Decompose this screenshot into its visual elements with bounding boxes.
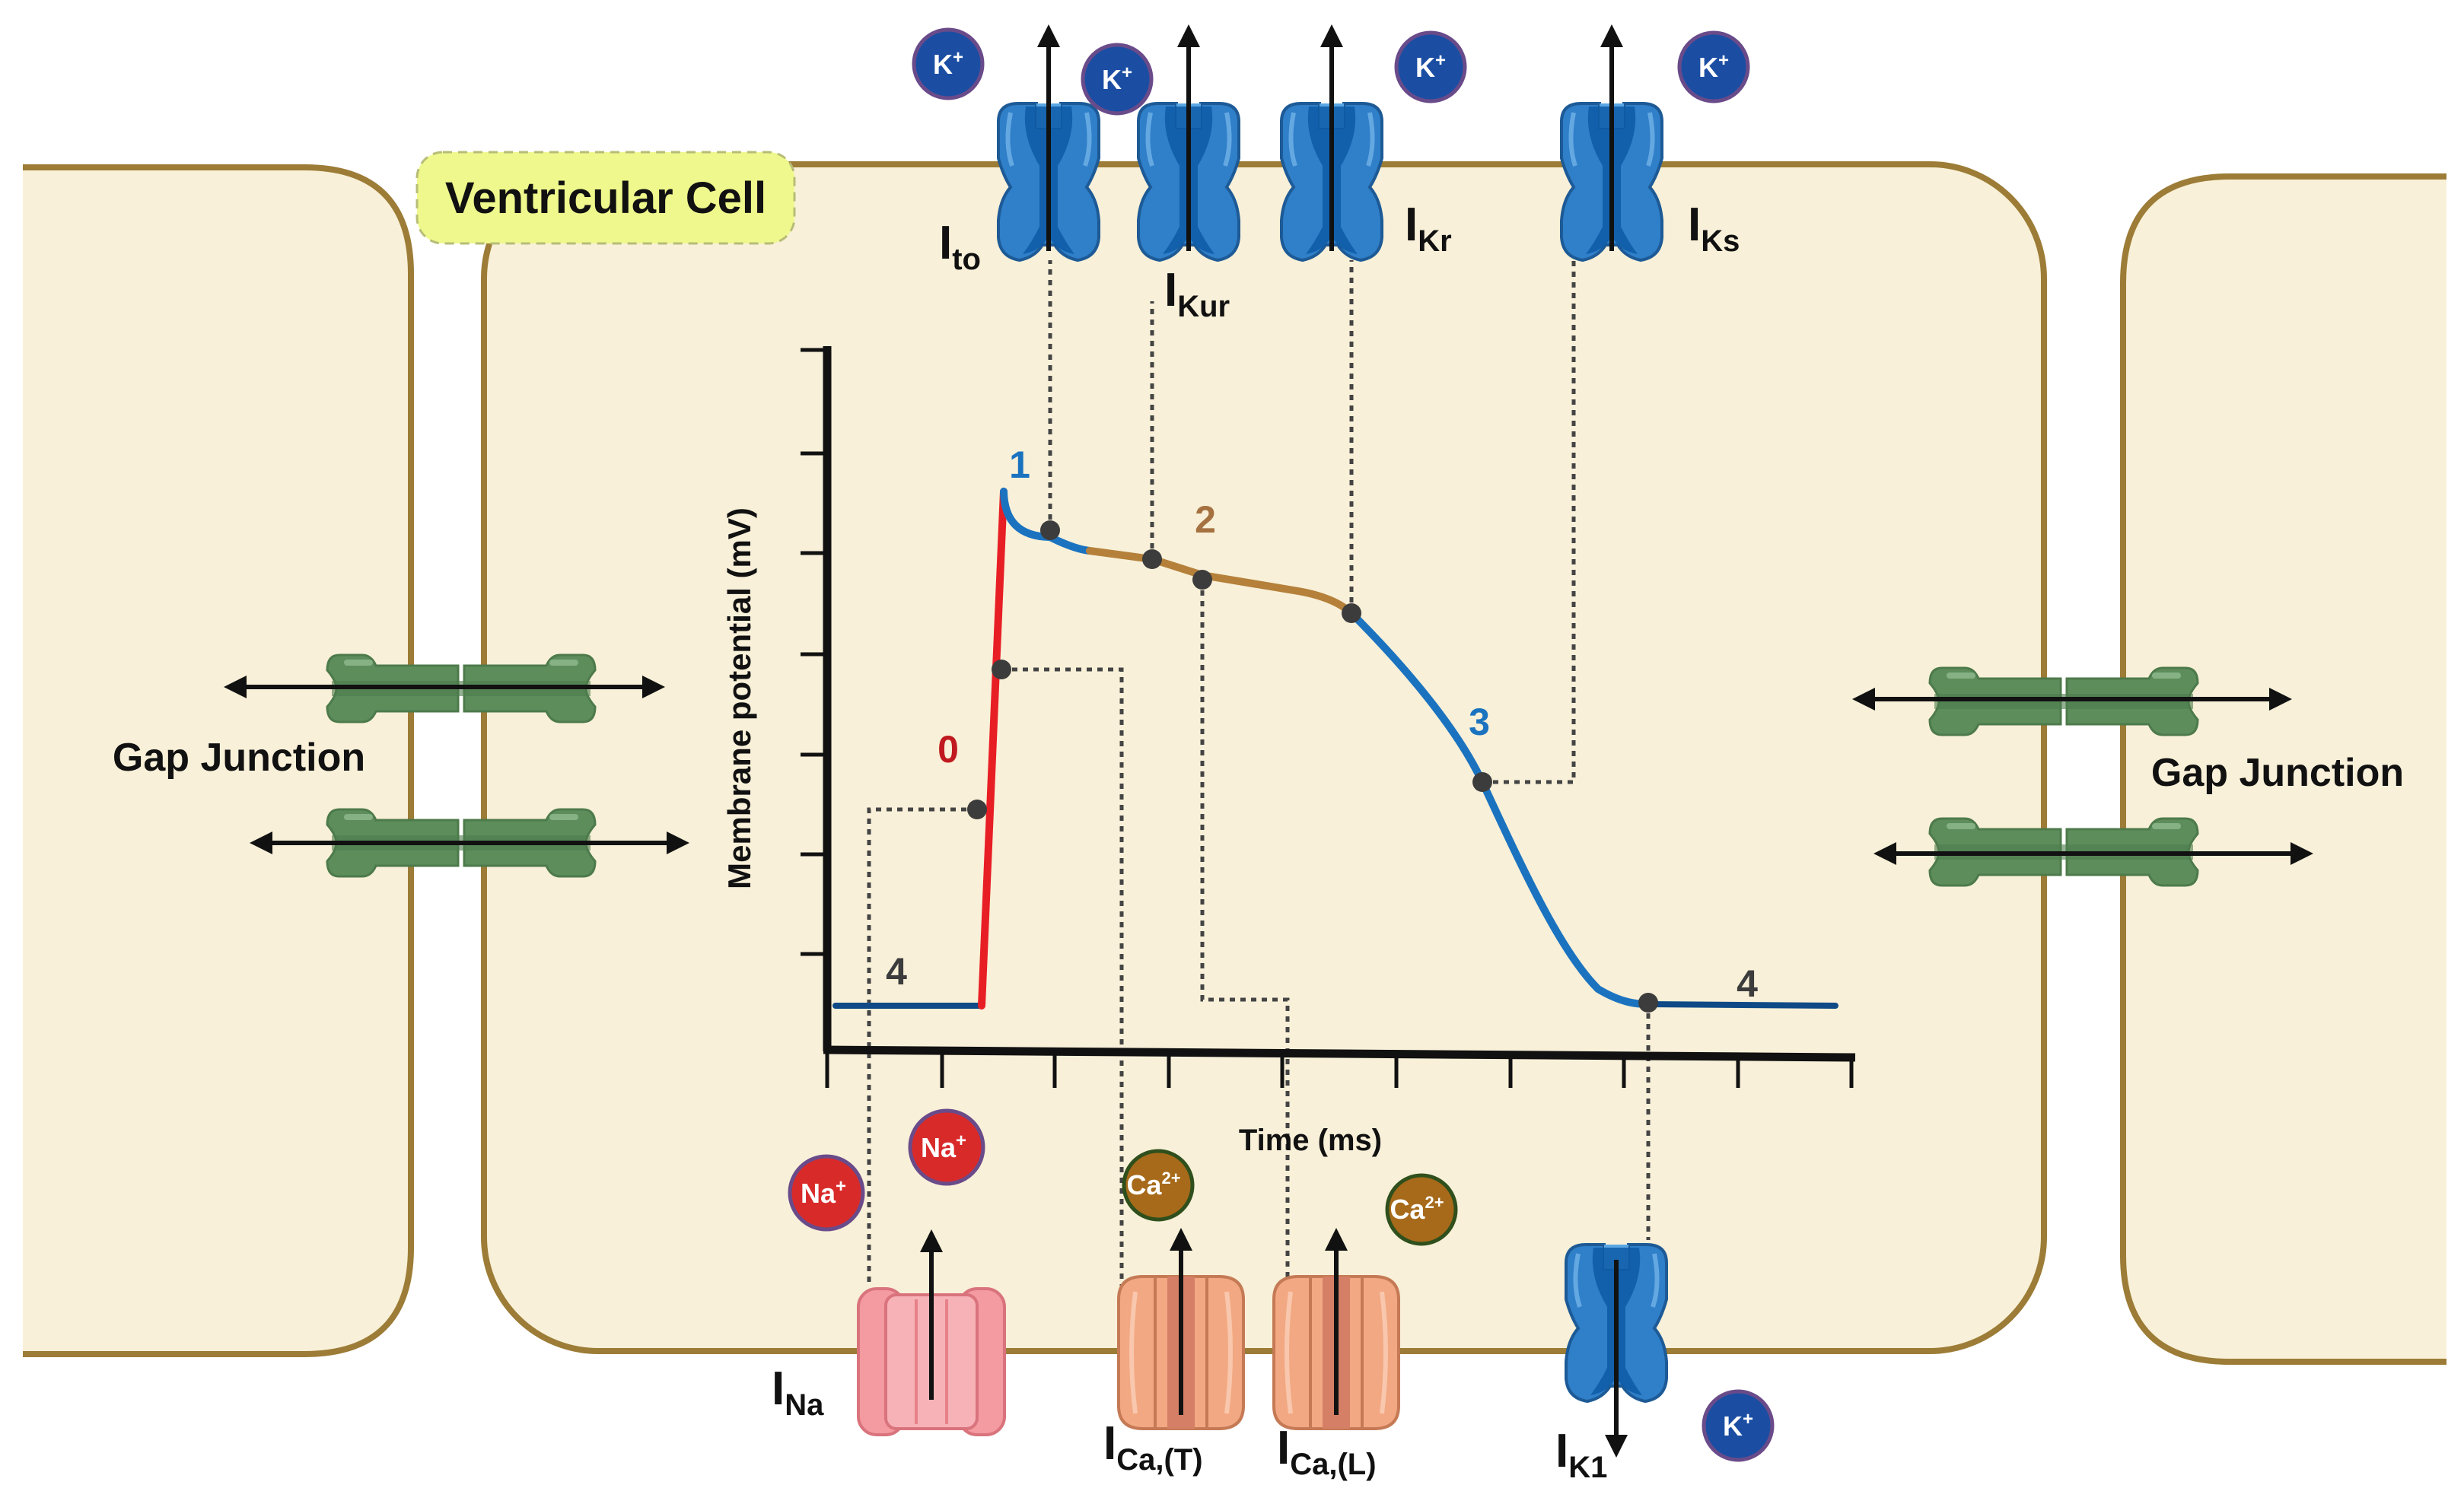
svg-text:K+: K+ — [1102, 62, 1132, 95]
icat-label: ICa,(T) — [1103, 1417, 1203, 1477]
ito-label: Ito — [939, 217, 981, 276]
ina-label: INa — [772, 1363, 824, 1422]
k-ion-3: K+ — [1394, 30, 1467, 103]
gap-junction-arrows — [224, 676, 2313, 865]
x-axis-label: Time (ms) — [1239, 1124, 1382, 1157]
k-ion-2: K+ — [1081, 43, 1154, 116]
gap-junction-right-label: Gap Junction — [2151, 751, 2404, 795]
phase-4-left-label: 4 — [886, 950, 907, 993]
svg-text:K+: K+ — [1415, 50, 1446, 83]
phase-3-repolarization — [1348, 609, 1652, 1008]
phase-1-label: 1 — [1009, 444, 1030, 486]
svg-text:Ca2+: Ca2+ — [1390, 1193, 1444, 1225]
ical-label: ICa,(L) — [1277, 1422, 1377, 1481]
cell-title-box — [415, 151, 796, 245]
ca-ion-2: Ca2+ — [1385, 1173, 1458, 1246]
na-ion-1: Na+ — [908, 1108, 985, 1186]
iks-label: IKs — [1688, 199, 1740, 258]
k-ion-5: K+ — [1702, 1389, 1775, 1462]
axes — [801, 346, 1856, 1088]
phase-4-right-label: 4 — [1737, 962, 1758, 1005]
y-axis-label: Membrane potential (mV) — [721, 507, 757, 889]
ca-ion-1: Ca2+ — [1122, 1149, 1195, 1222]
right-neighbour-cell — [2120, 173, 2446, 1365]
phase-4-resting-right — [1645, 1001, 1838, 1009]
svg-text:K+: K+ — [1723, 1409, 1753, 1442]
curve-markers — [967, 520, 1658, 1013]
left-neighbour-cell — [23, 164, 414, 1357]
gap-junction-left-label: Gap Junction — [113, 736, 365, 780]
svg-text:Na+: Na+ — [921, 1130, 966, 1163]
ik1-label: IK1 — [1555, 1425, 1607, 1484]
phase-2-label: 2 — [1195, 498, 1216, 541]
ikr-label: IKr — [1405, 199, 1452, 258]
phase-3-label: 3 — [1469, 701, 1490, 743]
current-connector-lines — [867, 260, 1651, 1286]
na-ion-2: Na+ — [788, 1154, 865, 1232]
svg-text:K+: K+ — [1698, 50, 1729, 83]
k-ion-4: K+ — [1677, 30, 1750, 103]
ion-flux-arrows — [920, 24, 1628, 1458]
ikur-label: IKur — [1164, 264, 1230, 323]
ventricular-cell — [481, 161, 2047, 1354]
svg-text:Na+: Na+ — [801, 1176, 846, 1209]
svg-text:Ca2+: Ca2+ — [1126, 1169, 1180, 1200]
svg-text:K+: K+ — [933, 47, 963, 80]
phase-0-label: 0 — [938, 728, 959, 771]
cell-title: Ventricular Cell — [445, 173, 766, 223]
phase-0-upstroke — [978, 488, 1008, 1010]
k-ion-1: K+ — [912, 27, 985, 100]
